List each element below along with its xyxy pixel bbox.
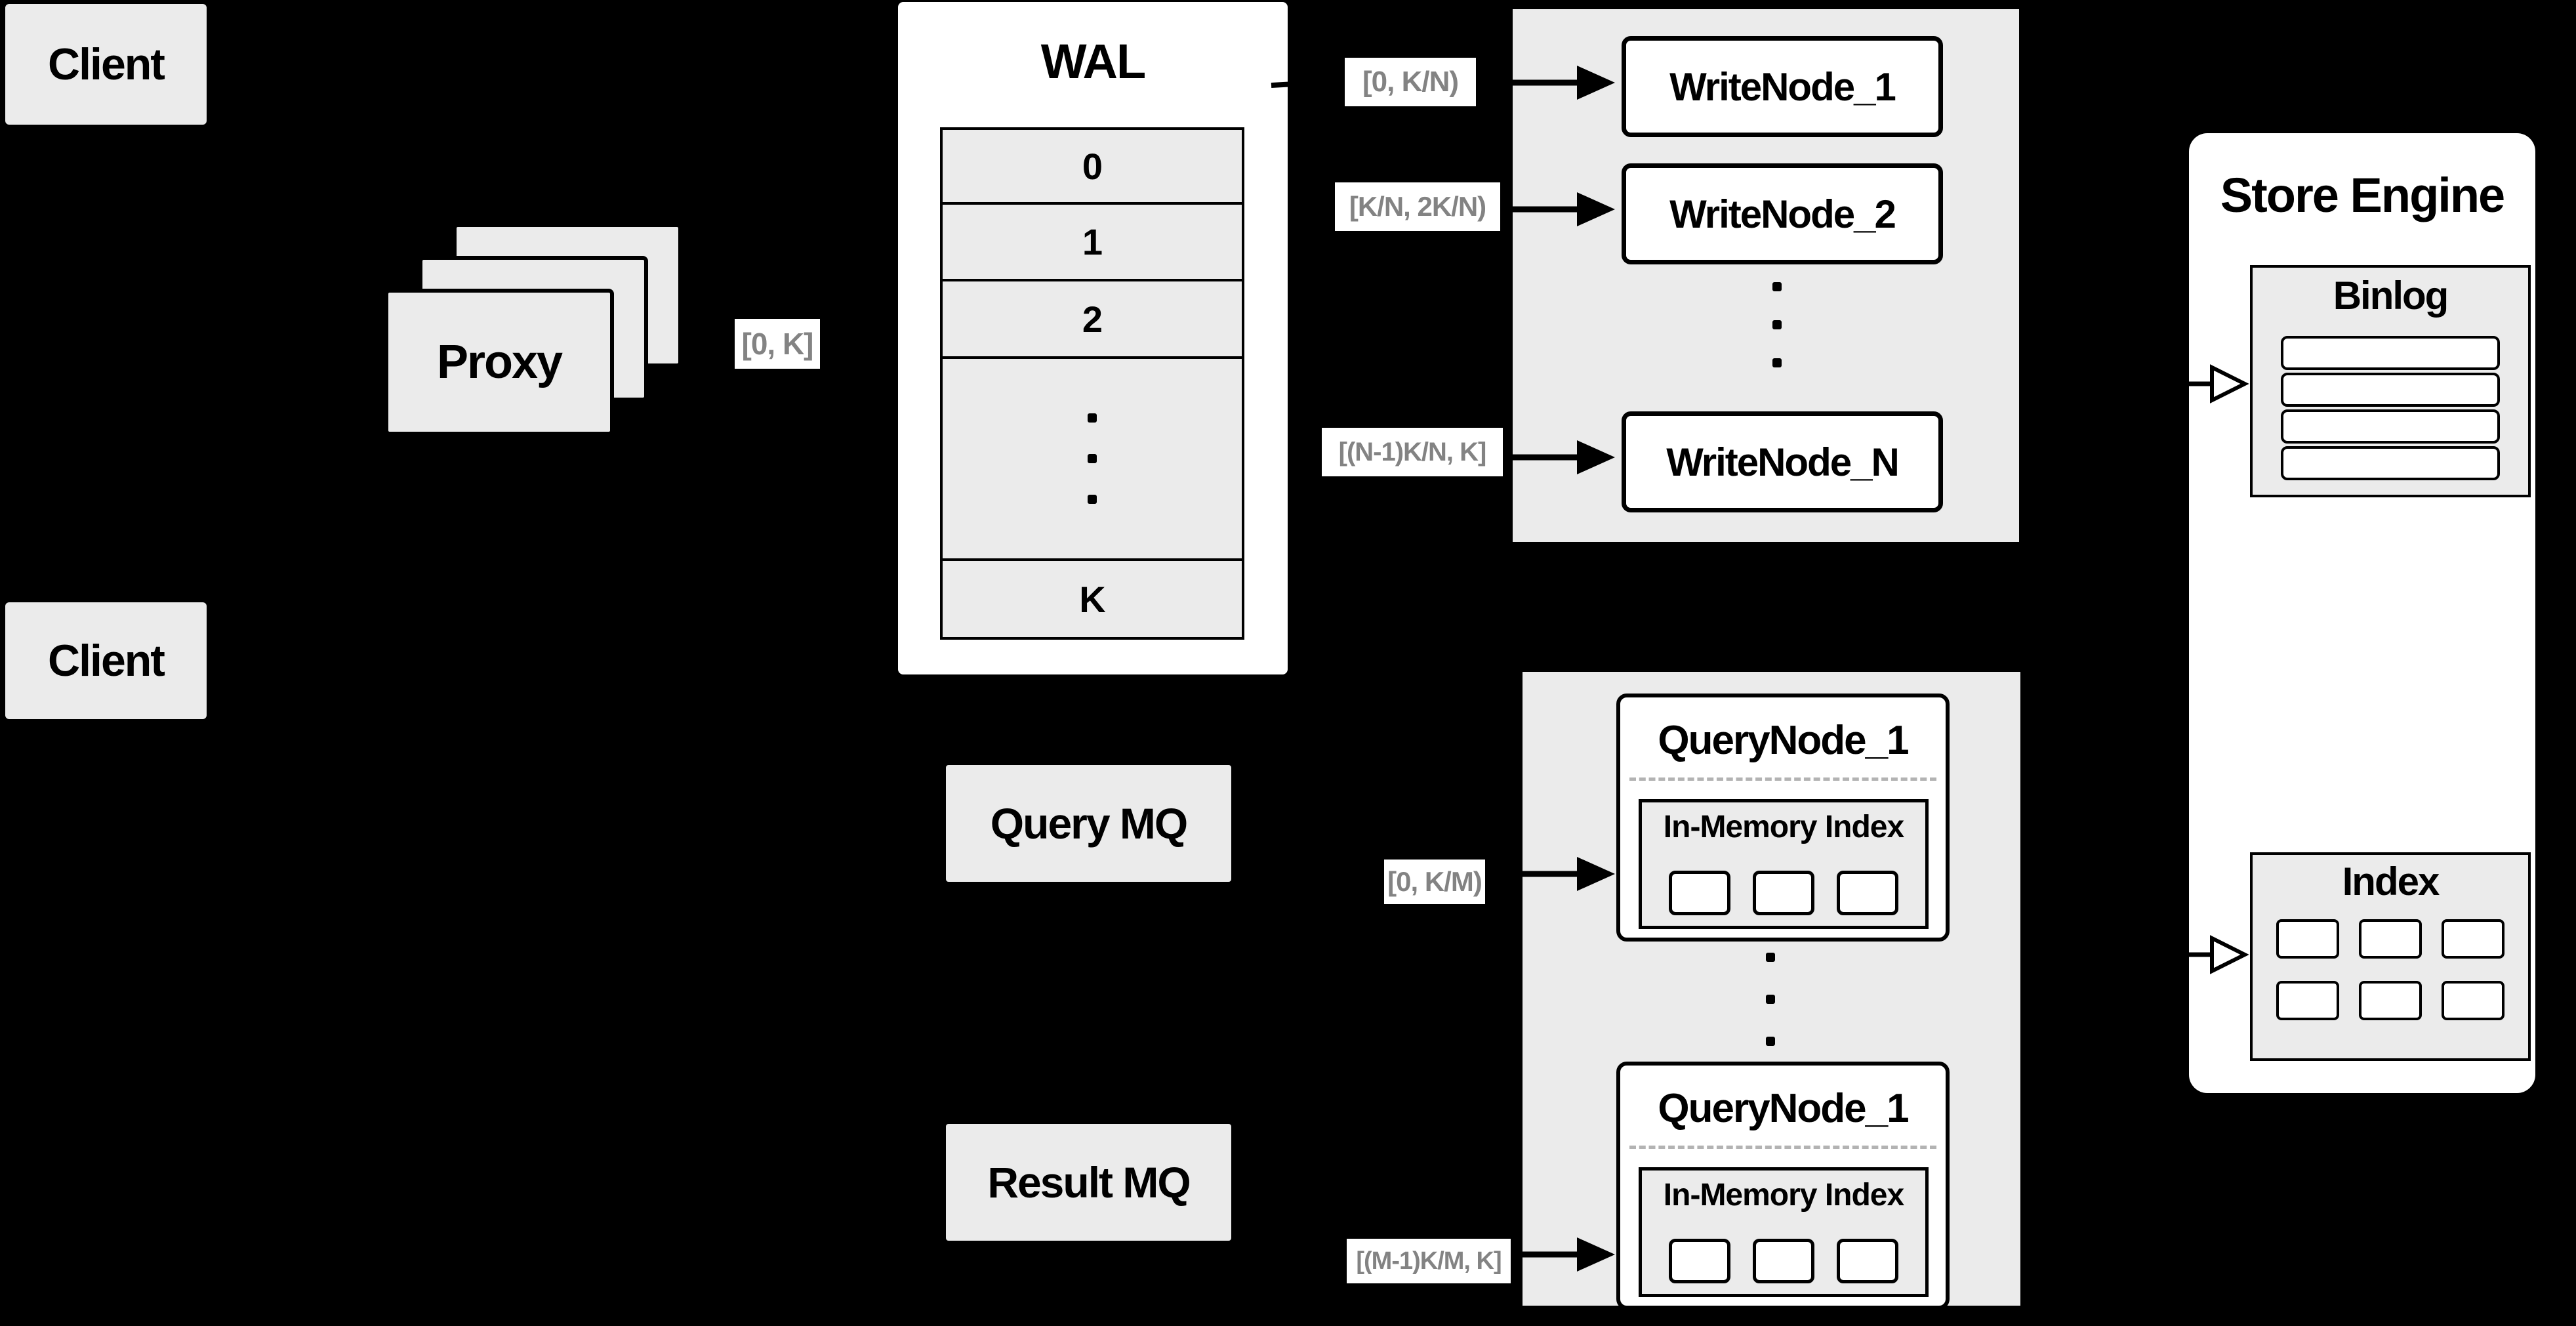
segment-chip — [1669, 871, 1730, 915]
wal-box: WAL 0 1 2 K — [898, 2, 1288, 674]
arrowhead-filled — [1577, 440, 1615, 474]
segment-chips — [1642, 1239, 1925, 1283]
in-memory-index-box: In-Memory Index — [1639, 799, 1929, 929]
wal-row-2: 2 — [943, 281, 1242, 359]
arrowhead-filled — [1577, 1237, 1615, 1272]
query-node-top: QueryNode_1 In-Memory Index — [1616, 694, 1950, 942]
result-mq-box: Result MQ — [946, 1124, 1231, 1241]
index-title: Index — [2342, 860, 2440, 903]
wal-segment-table: 0 1 2 K — [940, 127, 1244, 640]
wal-row-0: 0 — [943, 130, 1242, 205]
in-memory-index-box: In-Memory Index — [1639, 1167, 1929, 1297]
segment-chip — [1753, 1239, 1814, 1283]
wal-title: WAL — [1040, 34, 1146, 89]
range-label-querynode-top: [0, K/M) — [1384, 860, 1485, 904]
segment-chips — [1642, 871, 1925, 915]
client-bottom-label: Client — [48, 636, 165, 686]
client-top-box: Client — [5, 4, 207, 125]
write-node-n-label: WriteNode_N — [1666, 440, 1900, 484]
range-label-writenode-1: [0, K/N) — [1345, 58, 1476, 106]
write-node-n: WriteNode_N — [1622, 411, 1943, 512]
query-node-bottom-title: QueryNode_1 — [1658, 1086, 1909, 1131]
range-label-querynode-bottom: [(M-1)K/M, K] — [1347, 1239, 1511, 1283]
arrowhead-hollow — [2210, 364, 2249, 404]
wal-row-k: K — [1079, 578, 1105, 620]
arrowhead-filled — [1577, 192, 1615, 226]
index-chip — [2442, 919, 2504, 959]
binlog-row — [2281, 446, 2500, 480]
store-engine-title: Store Engine — [2220, 168, 2505, 222]
write-node-2: WriteNode_2 — [1622, 163, 1943, 264]
range-label-writenode-n: [(N-1)K/N, K] — [1322, 428, 1503, 476]
query-mq-label: Query MQ — [990, 799, 1188, 848]
dashed-separator — [1629, 777, 1936, 781]
query-node-bottom: QueryNode_1 In-Memory Index — [1616, 1062, 1950, 1310]
index-chip — [2359, 981, 2422, 1020]
binlog-box: Binlog — [2250, 265, 2531, 497]
write-node-2-label: WriteNode_2 — [1669, 192, 1896, 236]
wal-row-1: 1 — [943, 205, 1242, 281]
segment-chip — [1669, 1239, 1730, 1283]
ellipsis-dots — [1088, 413, 1097, 504]
store-engine-box: Store Engine Binlog Index — [2189, 133, 2535, 1093]
binlog-title: Binlog — [2333, 274, 2449, 318]
wal-connector-line — [1271, 79, 1343, 88]
in-memory-index-title: In-Memory Index — [1663, 1178, 1904, 1212]
proxy-label: Proxy — [436, 336, 563, 388]
ellipsis-dots — [1766, 953, 1775, 1046]
index-chips-row — [2253, 981, 2528, 1020]
arrowhead-filled — [1577, 857, 1615, 891]
index-chip — [2359, 919, 2422, 959]
binlog-rows — [2253, 336, 2528, 480]
binlog-row — [2281, 336, 2500, 370]
write-node-1-label: WriteNode_1 — [1669, 64, 1896, 109]
range-label-proxy-wal: [0, K] — [735, 319, 820, 369]
index-box: Index — [2250, 852, 2531, 1061]
index-chip — [2276, 981, 2339, 1020]
segment-chip — [1837, 1239, 1898, 1283]
query-mq-box: Query MQ — [946, 765, 1231, 882]
range-label-writenode-2: [K/N, 2K/N) — [1335, 182, 1500, 231]
dashed-separator — [1629, 1146, 1936, 1149]
query-node-top-title: QueryNode_1 — [1658, 718, 1909, 763]
index-chips-row — [2253, 919, 2528, 959]
binlog-row — [2281, 373, 2500, 407]
arrowhead-filled — [1577, 66, 1615, 100]
segment-chip — [1837, 871, 1898, 915]
client-top-label: Client — [48, 39, 165, 89]
in-memory-index-title: In-Memory Index — [1663, 810, 1904, 844]
wal-row-ellipsis — [943, 359, 1242, 561]
binlog-row — [2281, 409, 2500, 444]
write-node-1: WriteNode_1 — [1622, 36, 1943, 137]
result-mq-label: Result MQ — [987, 1158, 1191, 1207]
arrowhead-hollow — [2210, 935, 2249, 974]
ellipsis-dots — [1772, 282, 1782, 367]
client-bottom-box: Client — [5, 602, 207, 719]
proxy-box: Proxy — [384, 289, 614, 436]
index-chip — [2442, 981, 2504, 1020]
segment-chip — [1753, 871, 1814, 915]
index-chip — [2276, 919, 2339, 959]
